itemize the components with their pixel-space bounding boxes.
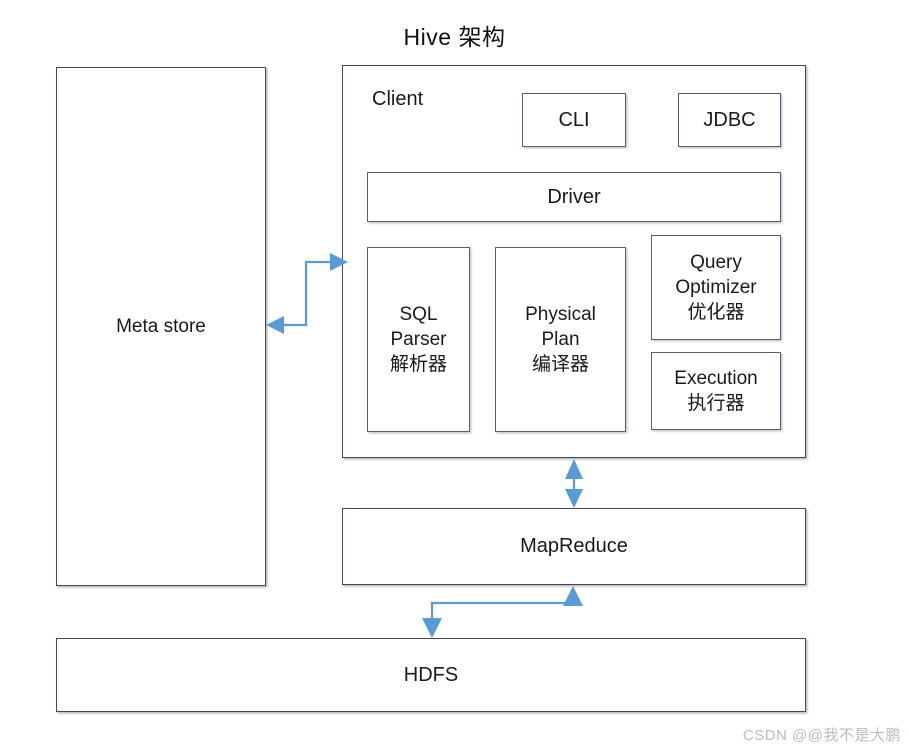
node-meta-store: Meta store xyxy=(56,67,266,586)
watermark-text: CSDN @@我不是大鹏 xyxy=(742,727,901,744)
node-driver: Driver xyxy=(367,172,781,222)
node-sql-parser: SQL Parser 解析器 xyxy=(367,247,470,432)
node-meta-store-label: Meta store xyxy=(116,315,206,337)
node-query-optimizer: Query Optimizer 优化器 xyxy=(651,235,781,340)
node-driver-label: Driver xyxy=(547,185,601,208)
connector-mapreduce-hdfs-icon xyxy=(422,586,583,638)
node-mapreduce: MapReduce xyxy=(342,508,806,585)
node-hdfs: HDFS xyxy=(56,638,806,712)
node-execution-label: Execution 执行器 xyxy=(674,367,758,414)
node-physical-plan-label: Physical Plan 编译器 xyxy=(525,303,596,376)
node-jdbc: JDBC xyxy=(678,93,781,147)
page-title: Hive 架构 xyxy=(403,24,506,50)
node-hdfs-label: HDFS xyxy=(403,663,459,686)
node-cli-label: CLI xyxy=(558,108,590,131)
node-mapreduce-label: MapReduce xyxy=(520,535,628,558)
node-cli: CLI xyxy=(522,93,626,147)
connector-client-mapreduce-icon xyxy=(565,459,583,508)
node-sql-parser-label: SQL Parser 解析器 xyxy=(389,303,447,376)
node-query-optimizer-label: Query Optimizer 优化器 xyxy=(675,251,757,324)
node-jdbc-label: JDBC xyxy=(703,108,756,131)
connector-metastore-client-icon xyxy=(266,253,348,334)
node-client-label: Client xyxy=(372,88,424,110)
node-execution: Execution 执行器 xyxy=(651,352,781,430)
node-physical-plan: Physical Plan 编译器 xyxy=(495,247,626,432)
